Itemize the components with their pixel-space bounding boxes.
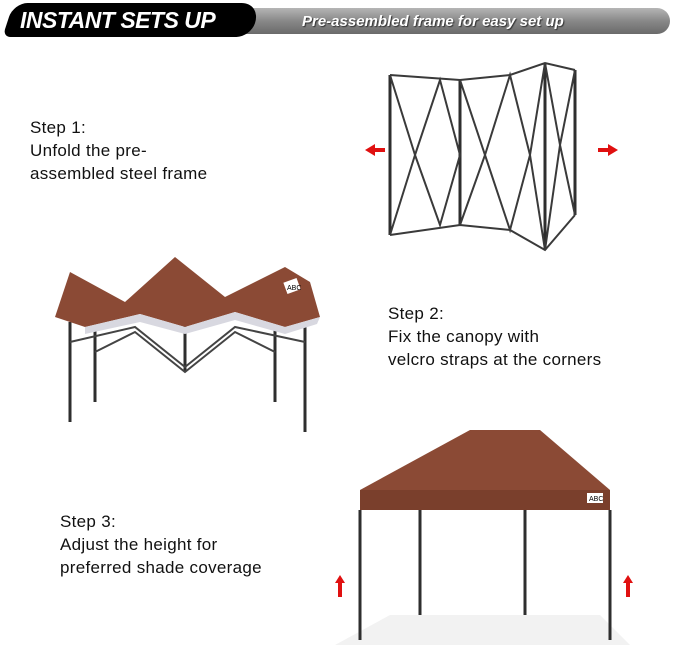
step-1-line1: Unfold the pre- bbox=[30, 141, 147, 160]
step-2-text: Step 2: Fix the canopy with velcro strap… bbox=[388, 302, 601, 371]
step-2-heading: Step 2: bbox=[388, 304, 444, 323]
arrow-up-icon bbox=[335, 575, 345, 597]
arrow-left-icon bbox=[365, 144, 385, 156]
header-banner: INSTANT SETS UP Pre-assembled frame for … bbox=[0, 3, 679, 37]
step-1-text: Step 1: Unfold the pre- assembled steel … bbox=[30, 116, 207, 185]
step-3-heading: Step 3: bbox=[60, 512, 116, 531]
banner-bar bbox=[200, 8, 670, 34]
banner-subtitle: Pre-assembled frame for easy set up bbox=[302, 13, 564, 30]
brand-logo: ABC bbox=[589, 496, 603, 503]
banner-title: INSTANT SETS UP bbox=[20, 7, 216, 33]
arrow-up-icon bbox=[623, 575, 633, 597]
canopy-full-image: ABC bbox=[335, 430, 633, 645]
step-3-line2: preferred shade coverage bbox=[60, 558, 262, 577]
step-3-line1: Adjust the height for bbox=[60, 535, 218, 554]
step-1-line2: assembled steel frame bbox=[30, 164, 208, 183]
canopy-fabric bbox=[55, 257, 320, 327]
canopy-attaching-image: ABC bbox=[55, 257, 320, 432]
step-3-text: Step 3: Adjust the height for preferred … bbox=[60, 510, 262, 579]
step-2-line1: Fix the canopy with bbox=[388, 327, 540, 346]
arrow-right-icon bbox=[598, 144, 618, 156]
step-1-heading: Step 1: bbox=[30, 118, 86, 137]
brand-logo: ABC bbox=[287, 285, 301, 292]
folded-frame-image bbox=[365, 61, 618, 252]
step-2-line2: velcro straps at the corners bbox=[388, 350, 602, 369]
